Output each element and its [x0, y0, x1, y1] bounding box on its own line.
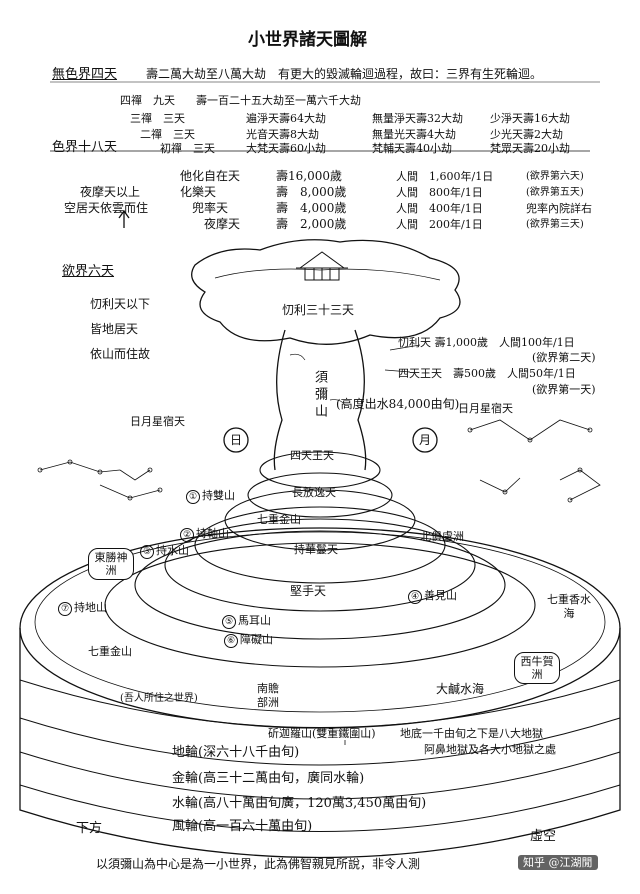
south-continent-label: 南贍部洲	[257, 682, 279, 709]
earth-wheel: 地輪(深六十八千由旬)	[172, 745, 300, 760]
sun-icon	[223, 427, 249, 453]
garland-heaven: 持華鬘天	[294, 543, 338, 556]
earth-dwelling-note-3: 依山而住故	[90, 347, 151, 361]
our-world-label: (吾人所住之世界)	[120, 693, 198, 704]
form-row-cell: 光音天壽8大劫	[246, 128, 319, 141]
form-row-cell: 遍淨天壽64大劫	[246, 112, 326, 125]
hell-note-2: 阿鼻地獄及各大小地獄之處	[424, 743, 556, 756]
form-row-cell: 少淨天壽16大劫	[490, 112, 570, 125]
form-row-left: 二禪 三天	[140, 128, 195, 141]
trayastrimsa-info: 忉利天 壽1,000歲 人間100年/1日	[398, 336, 575, 349]
iron-ring-mountain-label: 斫迦羅山(雙重鐵圍山)	[268, 727, 376, 740]
form-row-cell: 無量光天壽4大劫	[372, 128, 456, 141]
sumeru-height: (高度出水84,000由旬)	[336, 397, 460, 411]
heaven-human-time: 人間 200年/1日	[396, 218, 483, 231]
desire-realm-label: 欲界六天	[62, 264, 115, 279]
trayastrimsa-label: 忉利三十三天	[282, 303, 355, 317]
long-release-heaven: 長放逸天	[292, 486, 336, 499]
heaven-human-time: 人間 1,600年/1日	[396, 170, 494, 183]
water-wheel: 水輪(高八十萬由旬廣，120萬3,450萬由旬)	[172, 796, 427, 811]
celestial-right-label: 日月星宿天	[458, 402, 513, 415]
heaven-life: 壽 8,000歲	[276, 185, 347, 199]
heaven-life: 壽 2,000歲	[276, 217, 347, 231]
heaven-note: (欲界第三天)	[526, 219, 584, 230]
page-title: 小世界諸天圖解	[248, 30, 367, 50]
east-continent-label: 東勝神洲	[88, 548, 134, 581]
seven-fragrant-sea-label: 七重香水海	[547, 593, 591, 621]
footer-note: 以須彌山為中心是為一小世界，此為佛智親見所說，非令人測	[96, 857, 421, 871]
form-row-left: 三禪 三天	[130, 112, 185, 125]
heaven-name: 兜率天	[192, 201, 229, 215]
sky-dwelling-note-1: 夜摩天以上	[80, 185, 141, 199]
form-row-cell: 梵輔天壽40小劫	[372, 142, 452, 155]
heaven-life: 壽16,000歲	[276, 169, 342, 183]
constellation-left-icon	[37, 459, 163, 501]
form-row-left: 四禪 九天	[120, 94, 175, 107]
earth-dwelling-note-2: 皆地居天	[90, 322, 139, 336]
trayastrimsa-info-note: (欲界第二天)	[532, 351, 596, 364]
seven-gold-inner-label: 七重金山	[257, 513, 301, 526]
celestial-left-label: 日月星宿天	[130, 415, 185, 428]
heaven-name: 化樂天	[180, 185, 217, 199]
below-label: 下方	[76, 821, 103, 836]
heaven-note: (欲界第五天)	[526, 187, 584, 198]
heaven-life: 壽 4,000歲	[276, 201, 347, 215]
formless-realm-text: 壽二萬大劫至八萬大劫 有更大的毀滅輪迴過程，故曰：三界有生死輪迴。	[146, 67, 543, 81]
form-row-cell: 少光天壽2大劫	[490, 128, 563, 141]
heaven-note: 兜率內院詳右	[526, 202, 592, 215]
trayastrimsa-crown	[191, 239, 461, 345]
form-realm-label: 色界十八天	[52, 140, 118, 155]
form-row-cell: 壽一百二十五大劫至一萬六千大劫	[196, 94, 361, 107]
hand-heaven: 堅手天	[290, 584, 327, 598]
north-continent-label: 北俱盧洲	[420, 530, 464, 543]
four-kings-info-note: (欲界第一天)	[532, 383, 596, 396]
up-arrow-icon	[118, 209, 130, 228]
sumeru-trunk	[273, 329, 367, 471]
sun-label: 日	[230, 433, 243, 447]
sumeru-terraces	[104, 451, 536, 668]
moon-icon	[412, 427, 438, 453]
earth-dwelling-note-1: 忉利天以下	[90, 297, 151, 311]
form-row-left: 初禪 三天	[160, 142, 215, 155]
sumeru-name: 須彌山	[312, 370, 327, 421]
pointer-lines	[344, 344, 421, 745]
hell-note-1: 地底一千由旬之下是八大地獄	[400, 727, 543, 740]
sky-dwelling-note-2: 空居天依雲而住	[64, 201, 149, 215]
form-row-cell: 梵眾天壽20小劫	[490, 142, 570, 155]
four-kings-heaven-label: 四天王天	[290, 449, 334, 462]
heaven-note: (欲界第六天)	[526, 171, 584, 182]
palace-icon	[296, 251, 348, 281]
cosmic-disk	[19, 527, 621, 859]
wind-wheel: 風輪(高一百六十萬由旬)	[172, 819, 313, 834]
moon-label: 月	[419, 433, 432, 447]
west-continent-label: 西牛賀洲	[514, 652, 560, 685]
heaven-name: 他化自在天	[180, 169, 241, 183]
heaven-human-time: 人間 800年/1日	[396, 186, 483, 199]
great-salt-sea-label: 大鹹水海	[436, 682, 485, 696]
gold-wheel: 金輪(高三十二萬由旬，廣同水輪)	[172, 771, 365, 786]
heaven-human-time: 人間 400年/1日	[396, 202, 483, 215]
void-label: 虛空	[530, 829, 557, 844]
form-row-cell: 大梵天壽60小劫	[246, 142, 326, 155]
constellation-right-icon	[467, 419, 601, 503]
seven-gold-outer-label: 七重金山	[88, 645, 132, 658]
four-kings-info: 四天王天 壽500歲 人間50年/1日	[398, 367, 576, 380]
form-row-cell: 無量淨天壽32大劫	[372, 112, 463, 125]
watermark: 知乎 @江湖閒	[518, 855, 598, 870]
formless-realm-label: 無色界四天	[52, 67, 118, 82]
heaven-name: 夜摩天	[204, 217, 241, 231]
